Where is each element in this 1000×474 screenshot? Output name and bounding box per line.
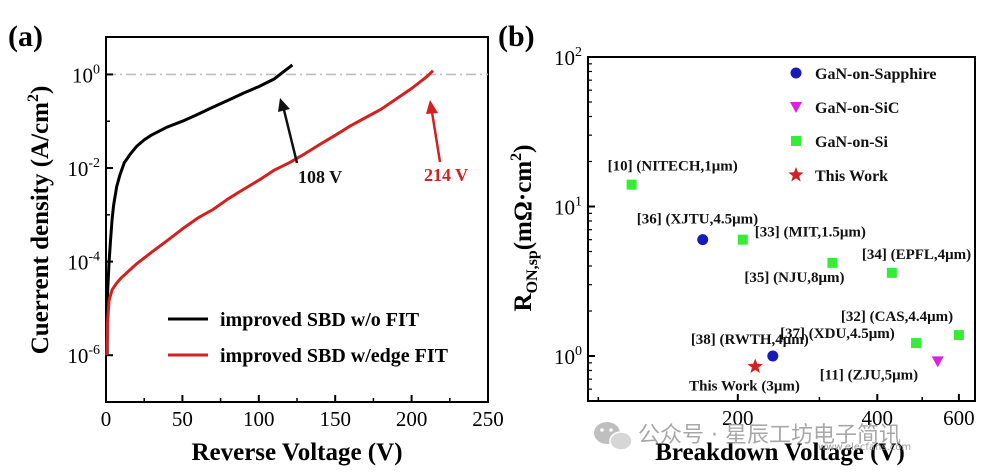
panel-a-y-axis-title: Cuerrent density (A/cm2) — [25, 86, 54, 355]
watermark: 公众号 · 星辰工坊电子简讯 www.elecfans.com — [594, 422, 911, 453]
data-point-label-8: [32] (CAS,4.4μm) — [841, 309, 953, 325]
panel-b-y-title-tail: ) — [510, 145, 537, 153]
panel-a-y-tick-label-1: 10-2 — [67, 156, 100, 181]
wechat-icon — [594, 422, 633, 451]
data-point-label-6: This Work (3μm) — [689, 379, 800, 395]
data-point-0 — [626, 179, 637, 190]
panel-a-y-title-tail: ) — [27, 86, 54, 94]
watermark-text: 公众号 · 星辰工坊电子简讯 — [638, 423, 901, 448]
panel-b-frame — [587, 56, 976, 402]
panel-a-y-tick-label-0: 100 — [72, 62, 100, 87]
panel-b-letter: (b) — [498, 20, 535, 53]
legend-label-1: GaN-on-SiC — [815, 100, 899, 117]
panel-b-x-tick-label-1: 400 — [862, 406, 894, 430]
data-point-8 — [953, 330, 964, 341]
legend-label-edge-fit: improved SBD w/edge FIT — [220, 345, 449, 367]
panel-b-x-tick-label-2: 600 — [943, 406, 975, 430]
panel-a-y-title-sup: 2 — [25, 94, 42, 102]
legend-marker-1 — [790, 102, 802, 113]
data-point-label-5: [38] (RWTH,4μm) — [691, 332, 809, 348]
data-point-label-9: [11] (ZJU,5μm) — [820, 367, 919, 383]
callout-arrowhead-214v — [426, 100, 438, 114]
data-point-2 — [737, 234, 748, 245]
panel-a-y-tick-label-2: 10-4 — [67, 250, 100, 275]
panel-a-letter: (a) — [8, 20, 43, 53]
legend-marker-0 — [790, 67, 802, 79]
data-point-7 — [911, 338, 922, 349]
panel-b-y-title-rest: (mΩ·cm — [510, 161, 537, 251]
panel-b-x-ticks: 200 400 600 — [597, 394, 975, 430]
panel-b-y-tick-label-0: 100 — [554, 344, 582, 369]
panel-b-points: [10] (NITECH,1μm) [36] (XJTU,4.5μm)[33] (… — [608, 159, 972, 395]
series-line-edge-fit — [105, 69, 435, 356]
data-point-9 — [931, 356, 944, 368]
callout-arrow-108v — [282, 109, 299, 164]
panel-b-x-tick-label-0: 200 — [722, 406, 754, 430]
panel-a-y-ticks: 100 10-2 10-4 10-6 — [67, 62, 113, 368]
series-line-without-fit — [105, 63, 294, 356]
panel-a-x-tick-label-4: 200 — [396, 407, 428, 431]
panel-a-legend: improved SBD w/o FIT improved SBD w/edge… — [168, 309, 449, 367]
legend-marker-2 — [791, 136, 801, 146]
panel-b-y-title-sup: 2 — [508, 153, 525, 161]
panel-b-x-axis-title: Breakdown Voltage (V) — [655, 439, 905, 466]
data-point-label-2: [33] (MIT,1.5μm) — [755, 225, 866, 241]
data-point-4 — [886, 267, 897, 278]
data-point-label-3: [35] (NJU,8μm) — [744, 270, 844, 286]
panel-a-x-tick-label-2: 100 — [243, 407, 275, 431]
legend-label-3: This Work — [815, 168, 888, 185]
panel-a: (a) 0 50 100 150 200 250 100 10-2 10-4 10-6 impr… — [8, 20, 504, 466]
panel-a-x-tick-label-1: 50 — [172, 407, 193, 431]
panel-b-y-axis-title: RON,sp(mΩ·cm2) — [508, 145, 541, 312]
data-point-label-0: [10] (NITECH,1μm) — [608, 159, 738, 175]
legend-label-0: GaN-on-Sapphire — [815, 66, 937, 83]
panel-a-y-tick-label-3: 10-6 — [67, 343, 100, 368]
legend-label-2: GaN-on-Si — [815, 134, 888, 151]
callout-arrow-214v — [430, 111, 442, 163]
data-point-3 — [827, 257, 838, 268]
panel-a-x-tick-label-3: 150 — [319, 407, 351, 431]
panel-b-y-title-sub: ON,sp — [524, 250, 541, 293]
panel-b-y-tick-label-2: 102 — [554, 45, 582, 70]
panel-a-series — [105, 63, 435, 356]
panel-a-x-axis-title: Reverse Voltage (V) — [191, 439, 402, 466]
data-point-label-1: [36] (XJTU,4.5μm) — [637, 212, 758, 228]
callout-214v: 214 V — [424, 165, 468, 185]
data-point-6 — [747, 358, 763, 373]
callout-arrowhead-108v — [278, 98, 290, 112]
data-point-1 — [697, 234, 709, 246]
panel-b-y-ticks: 100 101 102 — [554, 45, 595, 390]
legend-marker-3 — [788, 167, 804, 182]
panel-b-y-title-main: R — [510, 292, 537, 311]
panel-a-x-tick-label-5: 250 — [472, 407, 504, 431]
panel-a-callouts: 108 V 214 V — [278, 98, 468, 187]
panel-a-x-tick-label-0: 0 — [101, 407, 112, 431]
panel-b-y-tick-label-1: 101 — [554, 194, 582, 219]
data-point-label-4: [34] (EPFL,4μm) — [862, 247, 971, 263]
legend-label-without-fit: improved SBD w/o FIT — [220, 309, 420, 331]
panel-a-x-ticks: 0 50 100 150 200 250 — [101, 395, 504, 431]
data-point-5 — [767, 350, 779, 362]
callout-108v: 108 V — [298, 167, 342, 187]
panel-a-y-title-main: Cuerrent density (A/cm — [27, 102, 54, 354]
panel-b: (b) 200 400 600 100 101 102 [10] (NITECH,1μm… — [498, 20, 976, 466]
data-point-label-7: [37] (XDU,4.5μm) — [780, 326, 895, 342]
watermark-domain: www.elecfans.com — [818, 442, 911, 453]
